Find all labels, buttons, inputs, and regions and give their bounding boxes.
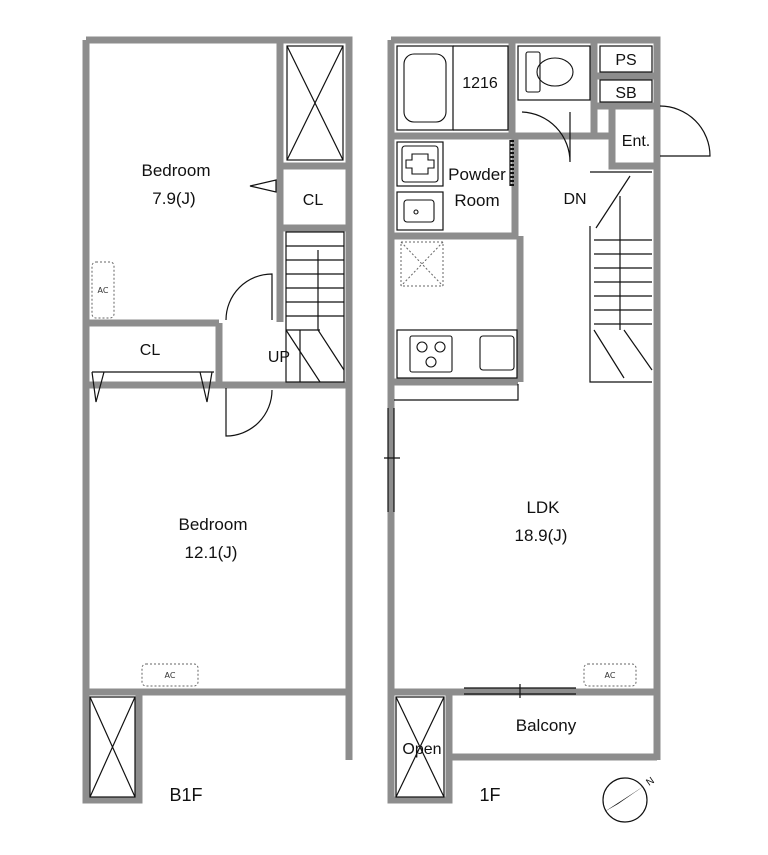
sb-label: SB — [615, 85, 636, 102]
f1-open-void — [395, 696, 445, 798]
stair-down-label: DN — [563, 191, 586, 208]
wash-basin — [396, 191, 444, 231]
toilet-door — [521, 111, 571, 163]
ldk-window — [384, 408, 400, 512]
b1f-stairs — [285, 231, 345, 383]
b1f-ac-unit-a — [91, 261, 115, 319]
ps-label: PS — [615, 52, 636, 69]
b1f-floor-label: B1F — [169, 785, 202, 805]
open-label: Open — [402, 741, 441, 758]
stair-up-label: UP — [268, 349, 290, 366]
balcony-label: Balcony — [516, 716, 577, 735]
bath-size-label: 1216 — [462, 75, 498, 92]
bedroom-small-name: Bedroom — [142, 161, 211, 180]
b1f-outer-wall — [82, 36, 353, 804]
entrance-label: Ent. — [622, 133, 650, 150]
kitchen-counter — [396, 329, 518, 379]
closet-label-a: CL — [303, 192, 324, 209]
b1f-door-stair-lower — [225, 388, 273, 437]
ps-box — [599, 45, 653, 73]
bedroom-small-size: 7.9(J) — [152, 189, 195, 208]
ac-label-b: AC — [165, 671, 176, 680]
ldk-size: 18.9(J) — [515, 526, 568, 545]
f1-ac-label: AC — [605, 671, 616, 680]
f1-ac-unit — [583, 663, 637, 687]
powder-room-line2: Room — [454, 191, 499, 210]
toilet — [517, 45, 591, 101]
f1-outer-wall — [387, 36, 661, 804]
f1-floor: 1216 PS SB Ent. Powder Room DN LDK 18.9(… — [384, 36, 711, 805]
f1-floor-label: 1F — [479, 785, 500, 805]
b1f-void — [89, 696, 136, 798]
compass-icon: N — [602, 775, 657, 823]
entrance-door — [659, 105, 711, 157]
b1f-door-stair-upper — [225, 273, 273, 321]
b1f-ac-unit-b — [141, 663, 199, 687]
f1-stairs — [589, 171, 653, 383]
closet-label-b: CL — [140, 342, 161, 359]
b1f-floor: Bedroom 7.9(J) CL CL UP Bedroom 12.1(J) … — [82, 36, 353, 805]
sb-box — [599, 79, 653, 103]
bedroom-large-size: 12.1(J) — [185, 543, 238, 562]
bathtub — [396, 45, 509, 131]
bedroom-large-name: Bedroom — [179, 515, 248, 534]
ldk-name: LDK — [526, 498, 560, 517]
ac-label-a: AC — [98, 286, 109, 295]
compass-north-label: N — [644, 775, 656, 788]
balcony-window — [464, 684, 576, 698]
powder-room-line1: Powder — [448, 165, 506, 184]
refrigerator-space — [400, 241, 444, 287]
b1f-closet-doors — [91, 371, 214, 403]
f1-interior-walls — [391, 40, 657, 386]
b1f-interior-walls — [86, 40, 349, 389]
b1f-door-closet — [249, 179, 277, 193]
counter-edge — [394, 384, 519, 401]
b1f-shaft — [286, 45, 344, 161]
washing-machine — [396, 141, 444, 187]
